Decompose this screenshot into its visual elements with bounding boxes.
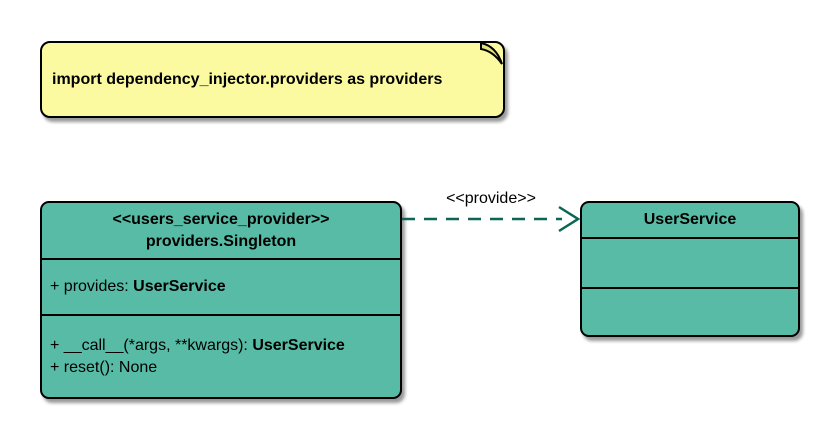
method-text: + __call__(*args, **kwargs):	[50, 336, 253, 354]
class-userservice: UserService	[580, 201, 800, 337]
note-text: import dependency_injector.providers as …	[52, 70, 443, 88]
class-providers-singleton: <<users_service_provider>> providers.Sin…	[40, 201, 402, 399]
class-attributes-section	[582, 237, 798, 287]
attribute-text: + provides:	[50, 278, 134, 295]
method-reset: + reset(): None	[50, 357, 400, 379]
method-return-type: UserService	[252, 336, 345, 354]
attribute-type: UserService	[133, 278, 226, 295]
class-attributes-section: + provides: UserService	[42, 258, 400, 314]
class-name: UserService	[643, 211, 737, 228]
class-methods-section	[582, 287, 798, 335]
class-methods-section: + __call__(*args, **kwargs): UserService…	[42, 314, 400, 397]
class-name: providers.Singleton	[145, 232, 297, 250]
method-call: + __call__(*args, **kwargs): UserService	[50, 335, 400, 357]
relation-label: <<provide>>	[446, 190, 536, 207]
class-header: UserService	[582, 203, 798, 237]
class-stereotype: <<users_service_provider>>	[112, 210, 330, 228]
import-note: import dependency_injector.providers as …	[40, 41, 505, 118]
note-fold-icon	[480, 41, 503, 65]
method-text: + reset(): None	[50, 358, 158, 376]
provide-relation: <<provide>>	[402, 189, 580, 251]
dashed-arrow-icon	[402, 205, 580, 233]
class-header: <<users_service_provider>> providers.Sin…	[42, 203, 400, 258]
attribute-provides: + provides: UserService	[50, 278, 226, 296]
